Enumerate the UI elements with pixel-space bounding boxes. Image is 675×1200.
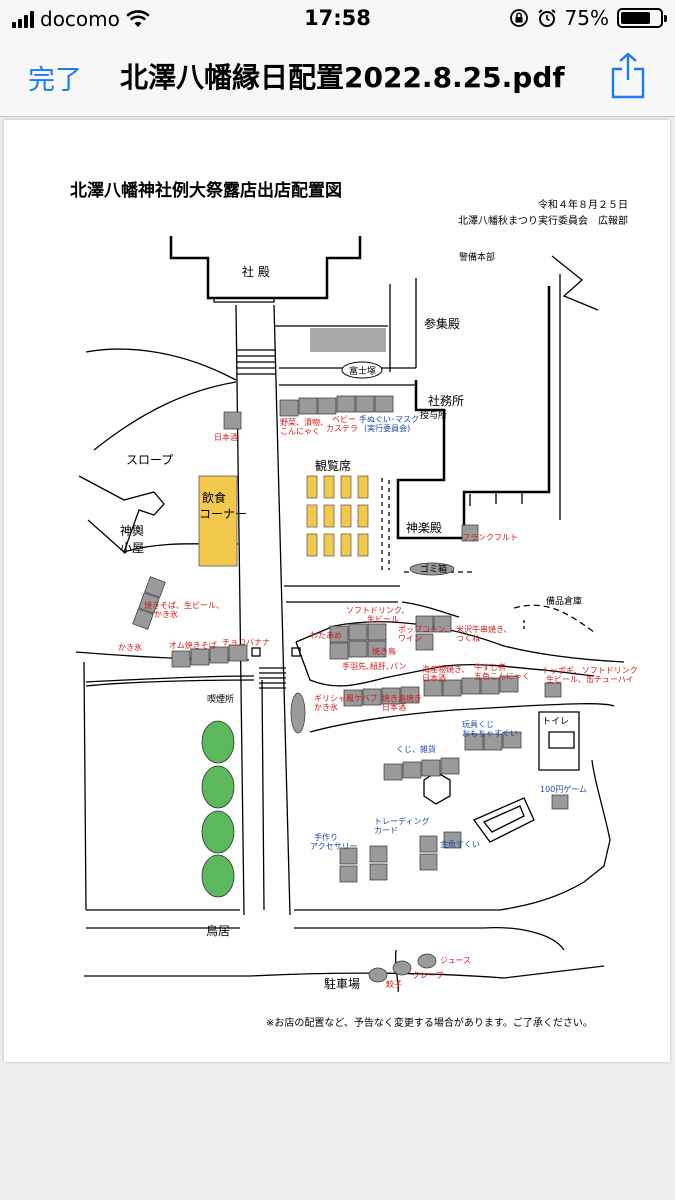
done-button[interactable]: 完了: [28, 65, 82, 96]
stall-kakigori1: かき氷: [154, 609, 178, 619]
label-sanshuden: 参集殿: [424, 316, 460, 331]
stall-popcorn: ポップコーン、: [398, 625, 453, 634]
label-mikoshi2: 小屋: [120, 541, 144, 555]
stall-frank: フランクフルト: [462, 533, 518, 542]
stall-tsukune: つくね: [456, 634, 480, 643]
label-chushajo: 駐車場: [324, 976, 360, 991]
stall-namabeer2: 生ビール、缶チューハイ: [546, 674, 634, 684]
label-gomibako: ゴミ箱: [420, 563, 447, 575]
fujizuka-oval: [341, 361, 383, 379]
label-kaguraden: 神楽殿: [406, 521, 442, 535]
label-kitsuen: 喫煙所: [207, 693, 234, 705]
stall-tenugui: 手ぬぐい･マスク: [359, 414, 419, 424]
map-lines: [75, 236, 625, 993]
stall-labels: 日本酒 野菜、漬物、 こんにゃく ベビー カステラ 手ぬぐい･マスク (実行委員…: [118, 414, 638, 989]
stall-wine: ワイン: [398, 634, 422, 643]
carrier-name: docomo: [40, 7, 120, 31]
map-organization: 北澤八幡秋まつり実行委員会 広報部: [458, 216, 628, 227]
wifi-icon: [126, 10, 150, 27]
stall-yakisoba1: 焼きそば、生ビール、: [144, 600, 224, 610]
pdf-page[interactable]: 社 殿 警備本部 参集殿 富士塚 社務所 授与所 スロープ 観覧席 飲食 コーナ…: [4, 120, 670, 1062]
stall-choco: チョコバナナ: [222, 638, 270, 647]
stall-yonezawa: 米沢牛串焼き、: [456, 624, 511, 634]
stall-menu: 焼き鳥焼き: [382, 693, 422, 703]
label-shamusho: 社務所: [428, 393, 464, 408]
stall-trading2: カード: [374, 826, 398, 835]
venue-map: 社 殿 警備本部 参集殿 富士塚 社務所 授与所 スロープ 観覧席 飲食 コーナ…: [75, 236, 638, 993]
stall-wataame: わたあめ: [310, 631, 342, 640]
status-time: 17:58: [304, 6, 371, 30]
stall-omocha2: おもちゃすくい: [462, 729, 518, 738]
smoking-area-trees: [201, 720, 235, 898]
share-icon[interactable]: [610, 52, 646, 100]
map-date: 令和４年８月２５日: [538, 200, 628, 211]
stall-nihonshu1: 日本酒: [214, 432, 238, 442]
ovals: [290, 562, 455, 983]
label-mikoshi1: 神輿: [120, 524, 144, 538]
stall-kakigori2: かき氷: [118, 642, 142, 652]
stall-tezukuri2: アクセサリー: [310, 842, 358, 851]
label-toire: トイレ: [542, 717, 569, 727]
stall-gyusuji: 牛すじ煮: [474, 662, 506, 672]
status-right: 75%: [509, 6, 667, 30]
stall-tezukuri1: 手作り: [314, 832, 338, 842]
label-juyosho: 授与所: [420, 409, 447, 421]
stall-nihonshu3: 日本酒: [382, 702, 406, 712]
area-labels: 社 殿 警備本部 参集殿 富士塚 社務所 授与所 スロープ 観覧席 飲食 コーナ…: [120, 251, 582, 991]
alarm-icon: [537, 9, 556, 27]
stall-nihonshu2: 日本酒: [422, 673, 446, 683]
label-fujizuka: 富士塚: [349, 365, 376, 377]
stall-omocha1: 玩具くじ: [462, 720, 494, 729]
battery-icon: [617, 8, 667, 28]
signal-icon: [12, 10, 34, 28]
label-corner: コーナー: [199, 507, 247, 521]
stall-namabeer1: 生ビール: [367, 614, 399, 624]
stall-girisha: ギリシャ風ケバブ: [314, 693, 378, 703]
stall-jikko: (実行委員会): [364, 423, 410, 433]
label-torii: 鳥居: [206, 923, 230, 938]
stall-softdrink1: ソフトドリンク、: [346, 606, 409, 615]
stall-juice: ジュース: [440, 956, 471, 965]
document-title: 北澤八幡縁日配置2022.8.25.pdf: [120, 61, 565, 94]
stall-kingyo: 金魚すくい: [440, 839, 480, 849]
label-bihin: 備品倉庫: [546, 595, 582, 607]
audience-seats: [306, 475, 369, 557]
stall-yakitori: 焼き鳥: [372, 646, 396, 656]
battery-percent: 75%: [564, 6, 609, 30]
map-footnote: ※お店の配置など、予告なく変更する場合があります。ご了承ください。: [266, 1018, 593, 1029]
label-keibi: 警備本部: [459, 251, 495, 263]
stall-gyoza: 餃子: [386, 979, 402, 989]
stall-blocks: [132, 328, 569, 883]
status-bar: docomo 17:58 75%: [0, 0, 675, 38]
stall-yen100: 100円ゲーム: [540, 784, 587, 794]
stall-trading1: トレーディング: [374, 816, 429, 826]
stall-konnyaku: こんにゃく: [280, 427, 320, 436]
stall-yasai: 野菜、漬物、: [280, 417, 328, 427]
label-kanranseki: 観覧席: [315, 458, 351, 473]
label-shaden: 社 殿: [242, 264, 270, 279]
orientation-lock-icon: [509, 9, 528, 27]
food-corner-zone: [198, 475, 238, 567]
stall-goma: 五色こんにゃく: [474, 671, 530, 681]
label-inshoku: 飲食: [202, 490, 226, 505]
stall-omu: オム焼きそば: [169, 641, 217, 650]
stall-kaisan: 海産物焼き、: [422, 664, 469, 674]
carrier-group: docomo: [12, 7, 150, 31]
label-slope: スロープ: [126, 453, 173, 467]
stall-castella: カステラ: [326, 424, 358, 433]
stall-kuji: くじ、雑貨: [396, 744, 436, 754]
map-title: 北澤八幡神社例大祭露店出店配置図: [70, 181, 342, 201]
stall-kakigori3: かき氷: [314, 702, 338, 712]
stall-teba: 手羽先､紐肝､パン: [342, 661, 406, 671]
stall-baby: ベビー: [332, 415, 356, 424]
nav-bar: 完了 北澤八幡縁日配置2022.8.25.pdf: [0, 38, 675, 117]
stall-tokkubo: トッポギ、ソフトドリンク: [542, 666, 638, 675]
stall-crepe: クレープ: [412, 971, 444, 980]
